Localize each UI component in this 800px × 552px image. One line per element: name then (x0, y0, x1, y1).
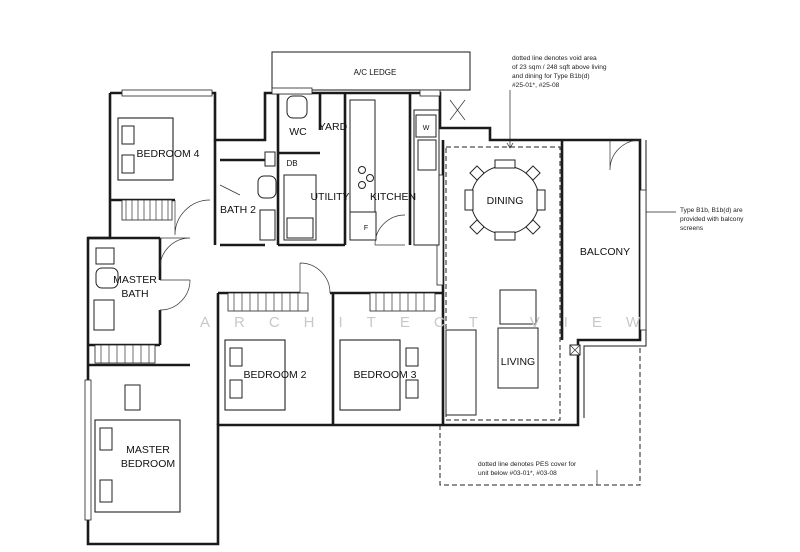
room-label-bath2: BATH 2 (220, 204, 256, 216)
utility-fixtures (283, 174, 317, 241)
room-label-balcony: BALCONY (580, 246, 630, 258)
pes-cover-outline (439, 348, 641, 486)
void-note-line-2: of 23 sqm / 248 sqft above living (512, 64, 607, 71)
room-label-master-bath-1: MASTER (113, 274, 157, 286)
room-label-bedroom3: BEDROOM 3 (353, 369, 416, 381)
void-area-outline (445, 146, 561, 421)
void-note-line-4: #25-01*, #25-08 (512, 82, 560, 89)
washer-box (415, 114, 437, 138)
master-bed (94, 384, 181, 513)
room-label-master-bedroom-2: BEDROOM (121, 458, 175, 470)
room-label-wc: WC (289, 126, 307, 138)
void-note-line-1: dotted line denotes void area (512, 55, 597, 62)
room-label-master-bath-2: BATH (121, 288, 148, 300)
kitchen-fixtures (349, 99, 440, 246)
fridge-label: F (364, 225, 368, 232)
doors (159, 139, 641, 311)
void-area-note: dotted line denotes void area of 23 sqm … (506, 55, 607, 149)
dining-table (464, 159, 546, 241)
room-label-living: LIVING (501, 356, 535, 368)
room-label-kitchen: KITCHEN (370, 191, 416, 203)
bedroom2-bed (224, 339, 286, 411)
balcony-note-line-3: screens (680, 225, 704, 232)
bedroom3-bed (339, 339, 419, 411)
room-label-bedroom4: BEDROOM 4 (136, 148, 199, 160)
room-label-master-bedroom-1: MASTER (126, 444, 170, 456)
room-label-utility: UTILITY (310, 191, 349, 203)
room-label-dining: DINING (487, 195, 524, 207)
ac-ledge-outline (271, 51, 471, 91)
fridge-box (349, 211, 377, 241)
balcony-note-line-1: Type B1b, B1b(d) are (680, 207, 743, 214)
ac-ledge-label: A/C LEDGE (354, 68, 397, 77)
room-label-bedroom2: BEDROOM 2 (243, 369, 306, 381)
ac-ledge-cross (449, 99, 466, 121)
room-label-yard: YARD (319, 121, 348, 133)
watermark-text: ARCHITECT VIEW (200, 314, 664, 331)
bedroom4-bed (117, 117, 174, 181)
void-note-line-3: and dining for Type B1b(d) (512, 73, 590, 80)
windows (84, 87, 647, 521)
balcony-screens-note: Type B1b, B1b(d) are provided with balco… (646, 207, 744, 232)
washer-label: W (423, 125, 430, 132)
void-note-arrowhead (506, 142, 514, 149)
living-furniture (445, 289, 581, 416)
pes-note-line-1: dotted line denotes PES cover for (478, 461, 577, 468)
balcony-note-line-2: provided with balcony (680, 216, 744, 223)
wc-fixtures (264, 95, 308, 167)
bath2-fixtures (219, 175, 277, 241)
room-label-db: DB (286, 159, 297, 168)
pes-cover-note: dotted line denotes PES cover for unit b… (478, 461, 598, 485)
pes-note-line-2: unit below #03-01*, #03-08 (478, 470, 557, 477)
master-bath-fixtures (93, 247, 119, 331)
